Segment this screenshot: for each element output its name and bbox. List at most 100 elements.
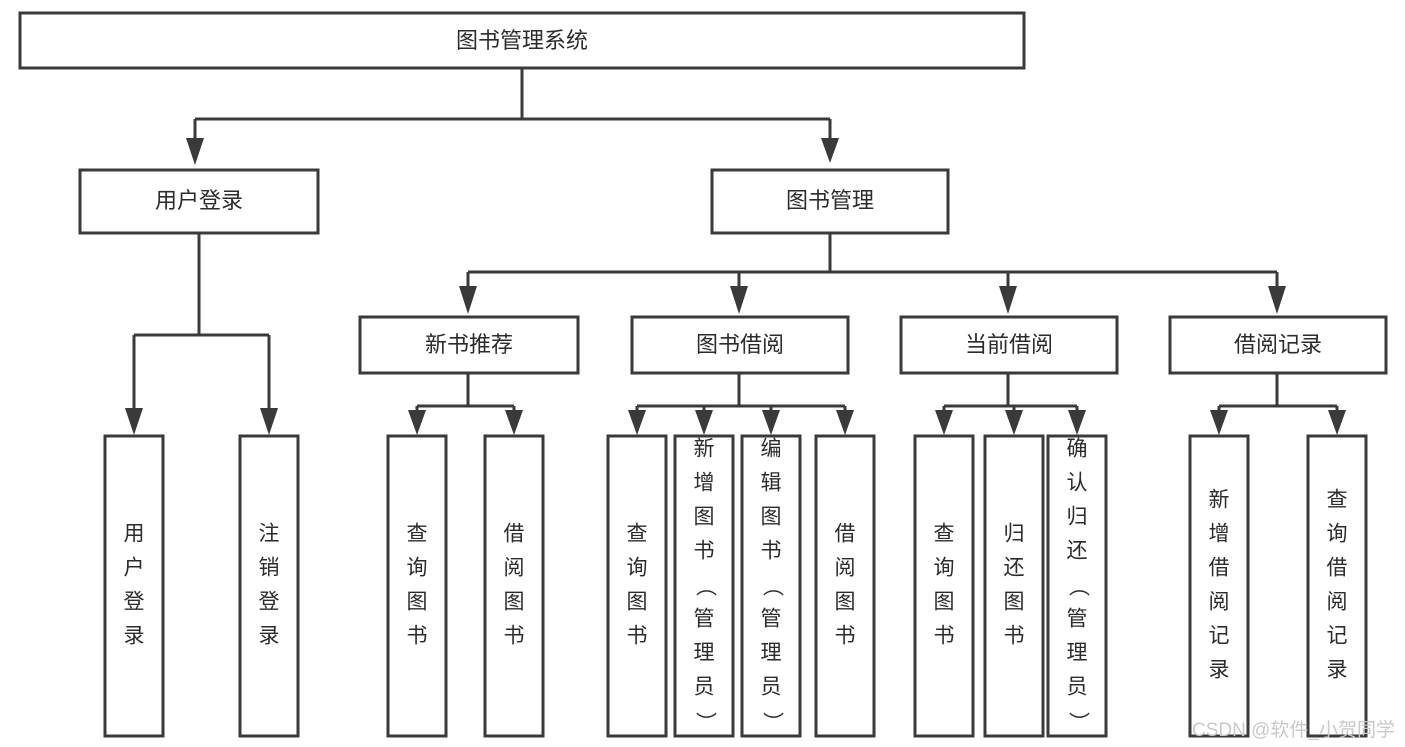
connector-borrowrecord-to-leaves	[1210, 373, 1346, 435]
svg-text:阅: 阅	[1327, 591, 1348, 614]
svg-text:图: 图	[934, 591, 955, 614]
svg-text:归: 归	[1004, 523, 1025, 546]
node-new-book-rec-box[interactable]	[358, 315, 580, 375]
node-leaf-2-box[interactable]	[238, 434, 300, 738]
node-leaf-4-box[interactable]	[483, 434, 545, 738]
node-leaf-1-box[interactable]	[103, 434, 165, 738]
node-user-login[interactable]: 用户登录	[78, 168, 320, 235]
svg-text:录: 录	[124, 625, 145, 648]
svg-text:书: 书	[1004, 625, 1025, 648]
node-current-borrow[interactable]: 当前借阅	[899, 315, 1119, 375]
svg-text:管: 管	[1067, 608, 1088, 631]
node-leaf-12-box[interactable]	[1188, 434, 1250, 738]
svg-text:图: 图	[407, 591, 428, 614]
node-leaf-3-box[interactable]	[386, 434, 448, 738]
connector-root-to-level2	[186, 68, 839, 165]
svg-text:登: 登	[124, 591, 145, 614]
connector-userlogin-to-leaves	[125, 233, 278, 435]
svg-text:管: 管	[761, 608, 782, 631]
svg-text:询: 询	[934, 557, 955, 580]
svg-text:借: 借	[1327, 557, 1348, 580]
node-leaf-7-box[interactable]	[740, 434, 802, 738]
svg-text:书: 书	[934, 625, 955, 648]
node-borrow-record[interactable]: 借阅记录	[1168, 315, 1388, 375]
node-current-borrow-box[interactable]	[899, 315, 1119, 375]
svg-text:借: 借	[1209, 557, 1230, 580]
svg-text:阅: 阅	[504, 557, 525, 580]
node-leaf-1[interactable]: 用户登录	[103, 434, 165, 738]
node-new-book-rec[interactable]: 新书推荐	[358, 315, 580, 375]
node-current-borrow-label: 当前借阅	[965, 332, 1053, 357]
node-book-borrow-box[interactable]	[630, 315, 850, 375]
svg-text:员: 员	[761, 676, 782, 699]
svg-text:录: 录	[259, 625, 280, 648]
connector-currentborrow-to-leaves	[935, 373, 1086, 435]
svg-text:书: 书	[761, 540, 782, 563]
node-book-manage-label: 图书管理	[786, 188, 874, 213]
svg-text:增: 增	[694, 472, 715, 495]
svg-text:图: 图	[835, 591, 856, 614]
svg-text:询: 询	[1327, 523, 1348, 546]
node-leaf-13-box[interactable]	[1306, 434, 1368, 738]
svg-text:阅: 阅	[1209, 591, 1230, 614]
svg-text:询: 询	[407, 557, 428, 580]
node-leaf-8-box[interactable]	[814, 434, 876, 738]
svg-text:图: 图	[627, 591, 648, 614]
node-root[interactable]: 图书管理系统	[18, 11, 1026, 70]
svg-text:书: 书	[694, 540, 715, 563]
svg-text:记: 记	[1327, 625, 1348, 648]
node-root-label: 图书管理系统	[456, 28, 588, 53]
svg-text:注: 注	[259, 523, 280, 546]
svg-text:书: 书	[504, 625, 525, 648]
svg-text:编: 编	[761, 438, 782, 461]
node-user-login-box[interactable]	[78, 168, 320, 235]
svg-text:新: 新	[694, 438, 715, 461]
svg-text:认: 认	[1067, 472, 1088, 495]
svg-text:图: 图	[1004, 591, 1025, 614]
node-leaf-11-box[interactable]	[1046, 434, 1108, 738]
node-leaf-10-box[interactable]	[983, 434, 1045, 738]
svg-text:）: ）	[760, 712, 783, 733]
svg-text:图: 图	[761, 506, 782, 529]
connector-bookborrow-to-leaves	[628, 373, 854, 435]
svg-text:查: 查	[627, 523, 648, 546]
node-book-manage-box[interactable]	[710, 168, 950, 235]
connector-bookmanage-to-level3	[459, 233, 1286, 314]
node-leaf-6-box[interactable]	[673, 434, 735, 738]
node-book-borrow[interactable]: 图书借阅	[630, 315, 850, 375]
node-borrow-record-box[interactable]	[1168, 315, 1388, 375]
node-book-manage[interactable]: 图书管理	[710, 168, 950, 235]
svg-text:理: 理	[694, 642, 715, 665]
connector-newbook-to-leaves	[408, 373, 523, 435]
svg-text:还: 还	[1067, 540, 1088, 563]
svg-text:图: 图	[504, 591, 525, 614]
svg-text:员: 员	[1067, 676, 1088, 699]
svg-text:销: 销	[259, 557, 280, 580]
watermark-text: CSDN @软件_小贺同学	[1192, 719, 1395, 741]
node-leaf-5-box[interactable]	[606, 434, 668, 738]
node-new-book-rec-label: 新书推荐	[425, 332, 513, 357]
svg-text:（: （	[760, 576, 783, 597]
svg-text:员: 员	[694, 676, 715, 699]
node-book-borrow-label: 图书借阅	[696, 332, 784, 357]
node-root-box[interactable]	[18, 11, 1026, 70]
svg-text:户: 户	[124, 557, 145, 580]
svg-text:书: 书	[627, 625, 648, 648]
svg-text:确: 确	[1067, 438, 1088, 461]
svg-text:查: 查	[934, 523, 955, 546]
node-leaf-9-box[interactable]	[913, 434, 975, 738]
